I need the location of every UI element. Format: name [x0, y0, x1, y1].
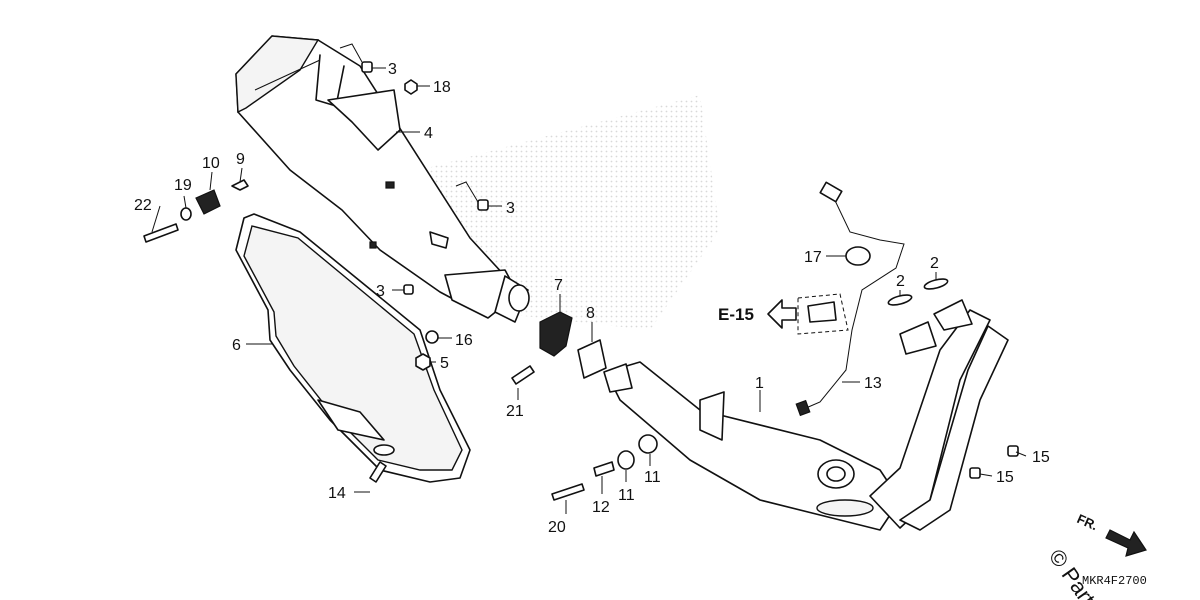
callout-10: 10 — [202, 155, 220, 172]
nut-5 — [415, 353, 431, 371]
nut-15-a — [969, 467, 981, 479]
callout-5: 5 — [440, 355, 449, 372]
nut-3-mid — [477, 199, 489, 211]
callout-6: 6 — [232, 337, 241, 354]
heat-shield-6 — [235, 213, 471, 483]
muffler-assembly — [235, 35, 530, 323]
callout-7: 7 — [554, 277, 563, 294]
bolt-14 — [369, 461, 387, 483]
gasket-2-left — [887, 294, 913, 306]
rubber-11-a — [617, 450, 635, 470]
callout-18: 18 — [433, 79, 451, 96]
callout-15-left: 15 — [996, 469, 1014, 486]
bolt-20 — [551, 483, 585, 501]
callout-2-left: 2 — [896, 273, 905, 290]
collar-16 — [425, 330, 439, 344]
callout-22: 22 — [134, 197, 152, 214]
reference-e15-label: E-15 — [718, 305, 754, 324]
callout-17: 17 — [804, 249, 822, 266]
callout-4: 4 — [424, 125, 433, 142]
nut-3-low — [403, 284, 414, 295]
callout-8: 8 — [586, 305, 595, 322]
copyright-watermark: © Part — [1044, 545, 1100, 600]
clamp-7 — [539, 311, 573, 357]
nut-18 — [404, 79, 418, 95]
callout-14: 14 — [328, 485, 346, 502]
bolt-12 — [593, 461, 615, 477]
band-17 — [845, 246, 871, 266]
reference-e15: E-15 — [718, 299, 797, 329]
gasket-8 — [577, 339, 607, 379]
callout-9: 9 — [236, 151, 245, 168]
callout-3-mid: 3 — [506, 200, 515, 217]
callout-16: 16 — [455, 332, 473, 349]
callout-19: 19 — [174, 177, 192, 194]
callout-12: 12 — [592, 499, 610, 516]
bolt-21 — [511, 365, 535, 385]
callout-3-low: 3 — [376, 283, 385, 300]
nut-3-top — [361, 61, 373, 73]
diagram-code: MKR4F2700 — [1082, 574, 1147, 588]
washer-19 — [180, 207, 192, 221]
gasket-2-right — [923, 278, 949, 290]
leader-lines — [151, 43, 1027, 514]
callout-21: 21 — [506, 403, 524, 420]
callout-13: 13 — [864, 375, 882, 392]
grommet-10 — [195, 189, 221, 215]
callout-20: 20 — [548, 519, 566, 536]
clamp-plate — [797, 293, 849, 335]
oxygen-sensor-13 — [795, 181, 905, 417]
front-direction-label: FR. — [1075, 511, 1100, 533]
callout-11-right: 11 — [644, 469, 661, 486]
callout-2-right: 2 — [930, 255, 939, 272]
callout-11-left: 11 — [618, 487, 635, 504]
bracket-4 — [327, 89, 401, 151]
front-direction-indicator: FR. — [1075, 511, 1147, 557]
callout-1: 1 — [755, 375, 764, 392]
callout-15-right: 15 — [1032, 449, 1050, 466]
nut-15-b — [1007, 445, 1019, 457]
rubber-11-b — [638, 434, 658, 454]
exhaust-pipe-assembly-1 — [603, 299, 1009, 531]
front-direction-arrow-icon — [1105, 529, 1147, 557]
callouts: 3 18 4 9 10 19 22 3 3 16 5 6 7 8 21 14 2… — [134, 61, 1050, 536]
reference-arrow-icon — [767, 299, 797, 329]
fasteners — [143, 61, 1019, 501]
bolt-22 — [143, 223, 179, 243]
callout-3-top: 3 — [388, 61, 397, 78]
